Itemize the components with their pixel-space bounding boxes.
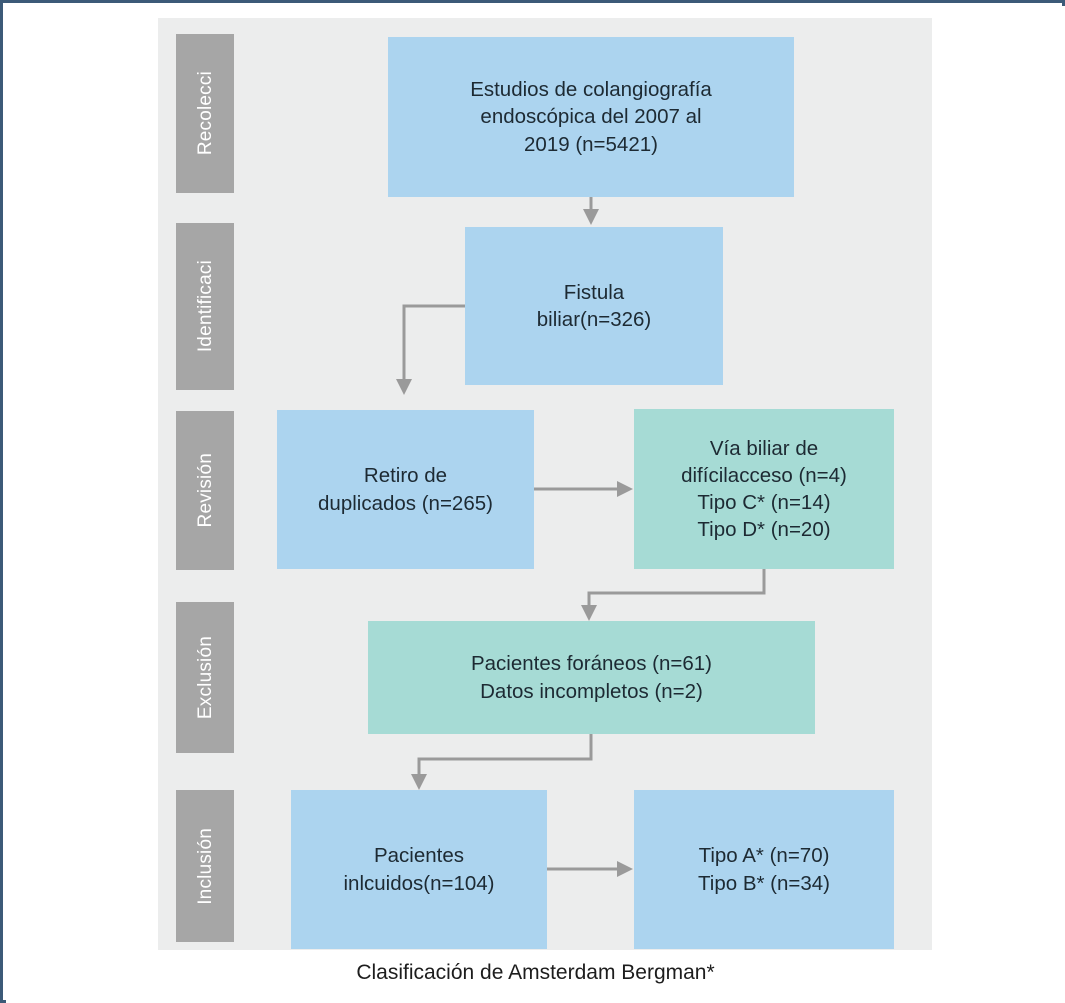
node-text: Tipo A* (n=70) Tipo B* (n=34) [698,844,830,895]
node-fistula[interactable]: Fistula biliar(n=326) [465,227,723,385]
stage-label-text: Exclusión [194,635,216,720]
node-duplicados[interactable]: Retiro de duplicados (n=265) [277,410,534,569]
stage-label-text: Identificaci [194,260,216,353]
node-text: Fistula biliar(n=326) [536,280,652,331]
node-text: Retiro de duplicados (n=265) [318,464,493,515]
stage-label-text: Recolecci [194,71,216,156]
stage-label-text: Inclusión [194,827,216,905]
stage-label-identificacion: Identificaci [176,223,234,390]
stage-label-exclusion: Exclusión [176,602,234,753]
stage-label-inclusion: Inclusión [176,790,234,942]
node-text: Estudios de colangiografía endoscópica d… [470,78,712,156]
node-text: Pacientes foráneos (n=61) Datos incomple… [470,652,713,703]
node-via-biliar[interactable]: Vía biliar de difícilacceso (n=4) Tipo C… [634,409,894,569]
node-tipos-ab[interactable]: Tipo A* (n=70) Tipo B* (n=34) [634,790,894,949]
node-estudios[interactable]: Estudios de colangiografía endoscópica d… [388,37,794,197]
node-text: Vía biliar de difícilacceso (n=4) Tipo C… [681,436,847,542]
figure-caption: Clasificación de Amsterdam Bergman* [356,961,715,984]
node-incluidos[interactable]: Pacientes inlcuidos(n=104) [291,790,547,949]
stage-label-text: Revisión [194,453,216,528]
stage-label-recoleccion: Recolecci [176,34,234,193]
node-exclusiones[interactable]: Pacientes foráneos (n=61) Datos incomple… [368,621,815,734]
stage-label-revision: Revisión [176,411,234,570]
node-text: Pacientes inlcuidos(n=104) [343,844,495,895]
page-canvas: Recolecci Identificaci Revisión Exclusió… [6,6,1065,1003]
